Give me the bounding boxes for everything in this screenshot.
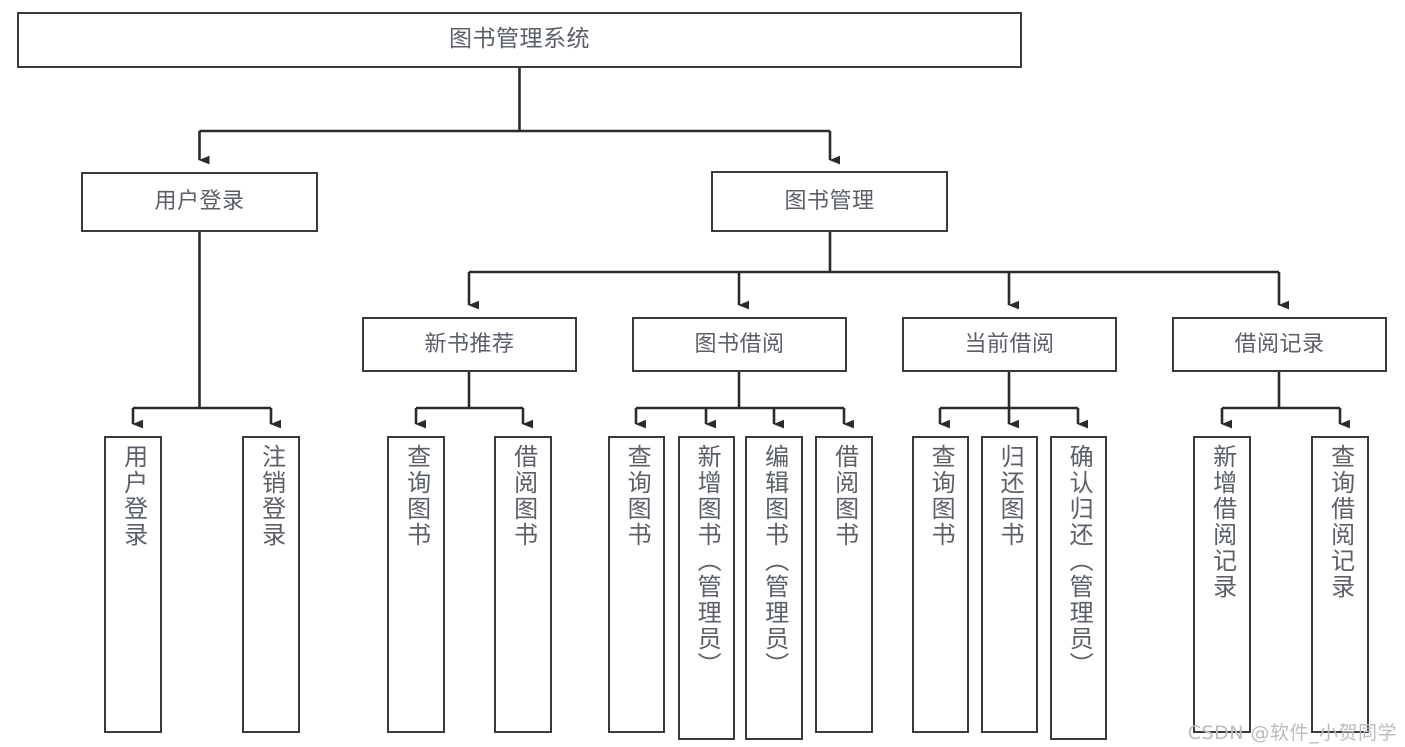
- node-label: 查询图书: [623, 444, 652, 548]
- node-label: 借阅图书: [830, 444, 859, 548]
- node-label: 图书管理: [784, 188, 875, 214]
- node-label: 归还图书: [996, 444, 1025, 548]
- node-new-book-recommend[interactable]: 新书推荐: [362, 317, 577, 372]
- leaf-return-book[interactable]: 归还图书: [981, 436, 1038, 733]
- leaf-query-book-current[interactable]: 查询图书: [912, 436, 969, 733]
- node-label: 借阅图书: [509, 444, 538, 548]
- node-label: 用户登录: [154, 189, 245, 215]
- node-label: 查询图书: [402, 444, 431, 548]
- leaf-confirm-return-admin[interactable]: 确认归还（管理员）: [1050, 436, 1107, 740]
- node-label: 图书借阅: [694, 331, 785, 357]
- node-current-borrow[interactable]: 当前借阅: [902, 317, 1117, 372]
- node-label: 新增图书（管理员）: [693, 444, 722, 678]
- leaf-edit-book-admin[interactable]: 编辑图书（管理员）: [745, 436, 803, 740]
- leaf-query-book-recommend[interactable]: 查询图书: [387, 436, 445, 733]
- node-label: 确认归还（管理员）: [1065, 444, 1094, 678]
- node-label: 编辑图书（管理员）: [760, 444, 789, 678]
- leaf-borrow-book-recommend[interactable]: 借阅图书: [494, 436, 552, 733]
- node-label: 图书管理系统: [449, 26, 590, 53]
- node-label: 查询图书: [927, 444, 956, 548]
- node-label: 新书推荐: [424, 331, 515, 357]
- leaf-borrow-book-borrow[interactable]: 借阅图书: [815, 436, 873, 733]
- node-label: 用户登录: [119, 444, 148, 548]
- leaf-add-borrow-record[interactable]: 新增借阅记录: [1193, 436, 1251, 733]
- node-label: 当前借阅: [964, 331, 1055, 357]
- node-user-login[interactable]: 用户登录: [81, 172, 318, 232]
- leaf-add-book-admin[interactable]: 新增图书（管理员）: [678, 436, 735, 740]
- node-label: 查询借阅记录: [1326, 444, 1355, 600]
- leaf-user-login[interactable]: 用户登录: [104, 436, 162, 733]
- leaf-query-borrow-record[interactable]: 查询借阅记录: [1311, 436, 1369, 733]
- leaf-query-book-borrow[interactable]: 查询图书: [608, 436, 665, 733]
- node-label: 注销登录: [257, 444, 286, 548]
- node-borrow-record[interactable]: 借阅记录: [1172, 317, 1387, 372]
- node-book-borrow[interactable]: 图书借阅: [632, 317, 847, 372]
- node-root-book-management-system[interactable]: 图书管理系统: [17, 12, 1022, 68]
- leaf-user-logout[interactable]: 注销登录: [242, 436, 300, 733]
- node-label: 借阅记录: [1234, 331, 1325, 357]
- node-book-management[interactable]: 图书管理: [711, 171, 948, 232]
- node-label: 新增借阅记录: [1208, 444, 1237, 600]
